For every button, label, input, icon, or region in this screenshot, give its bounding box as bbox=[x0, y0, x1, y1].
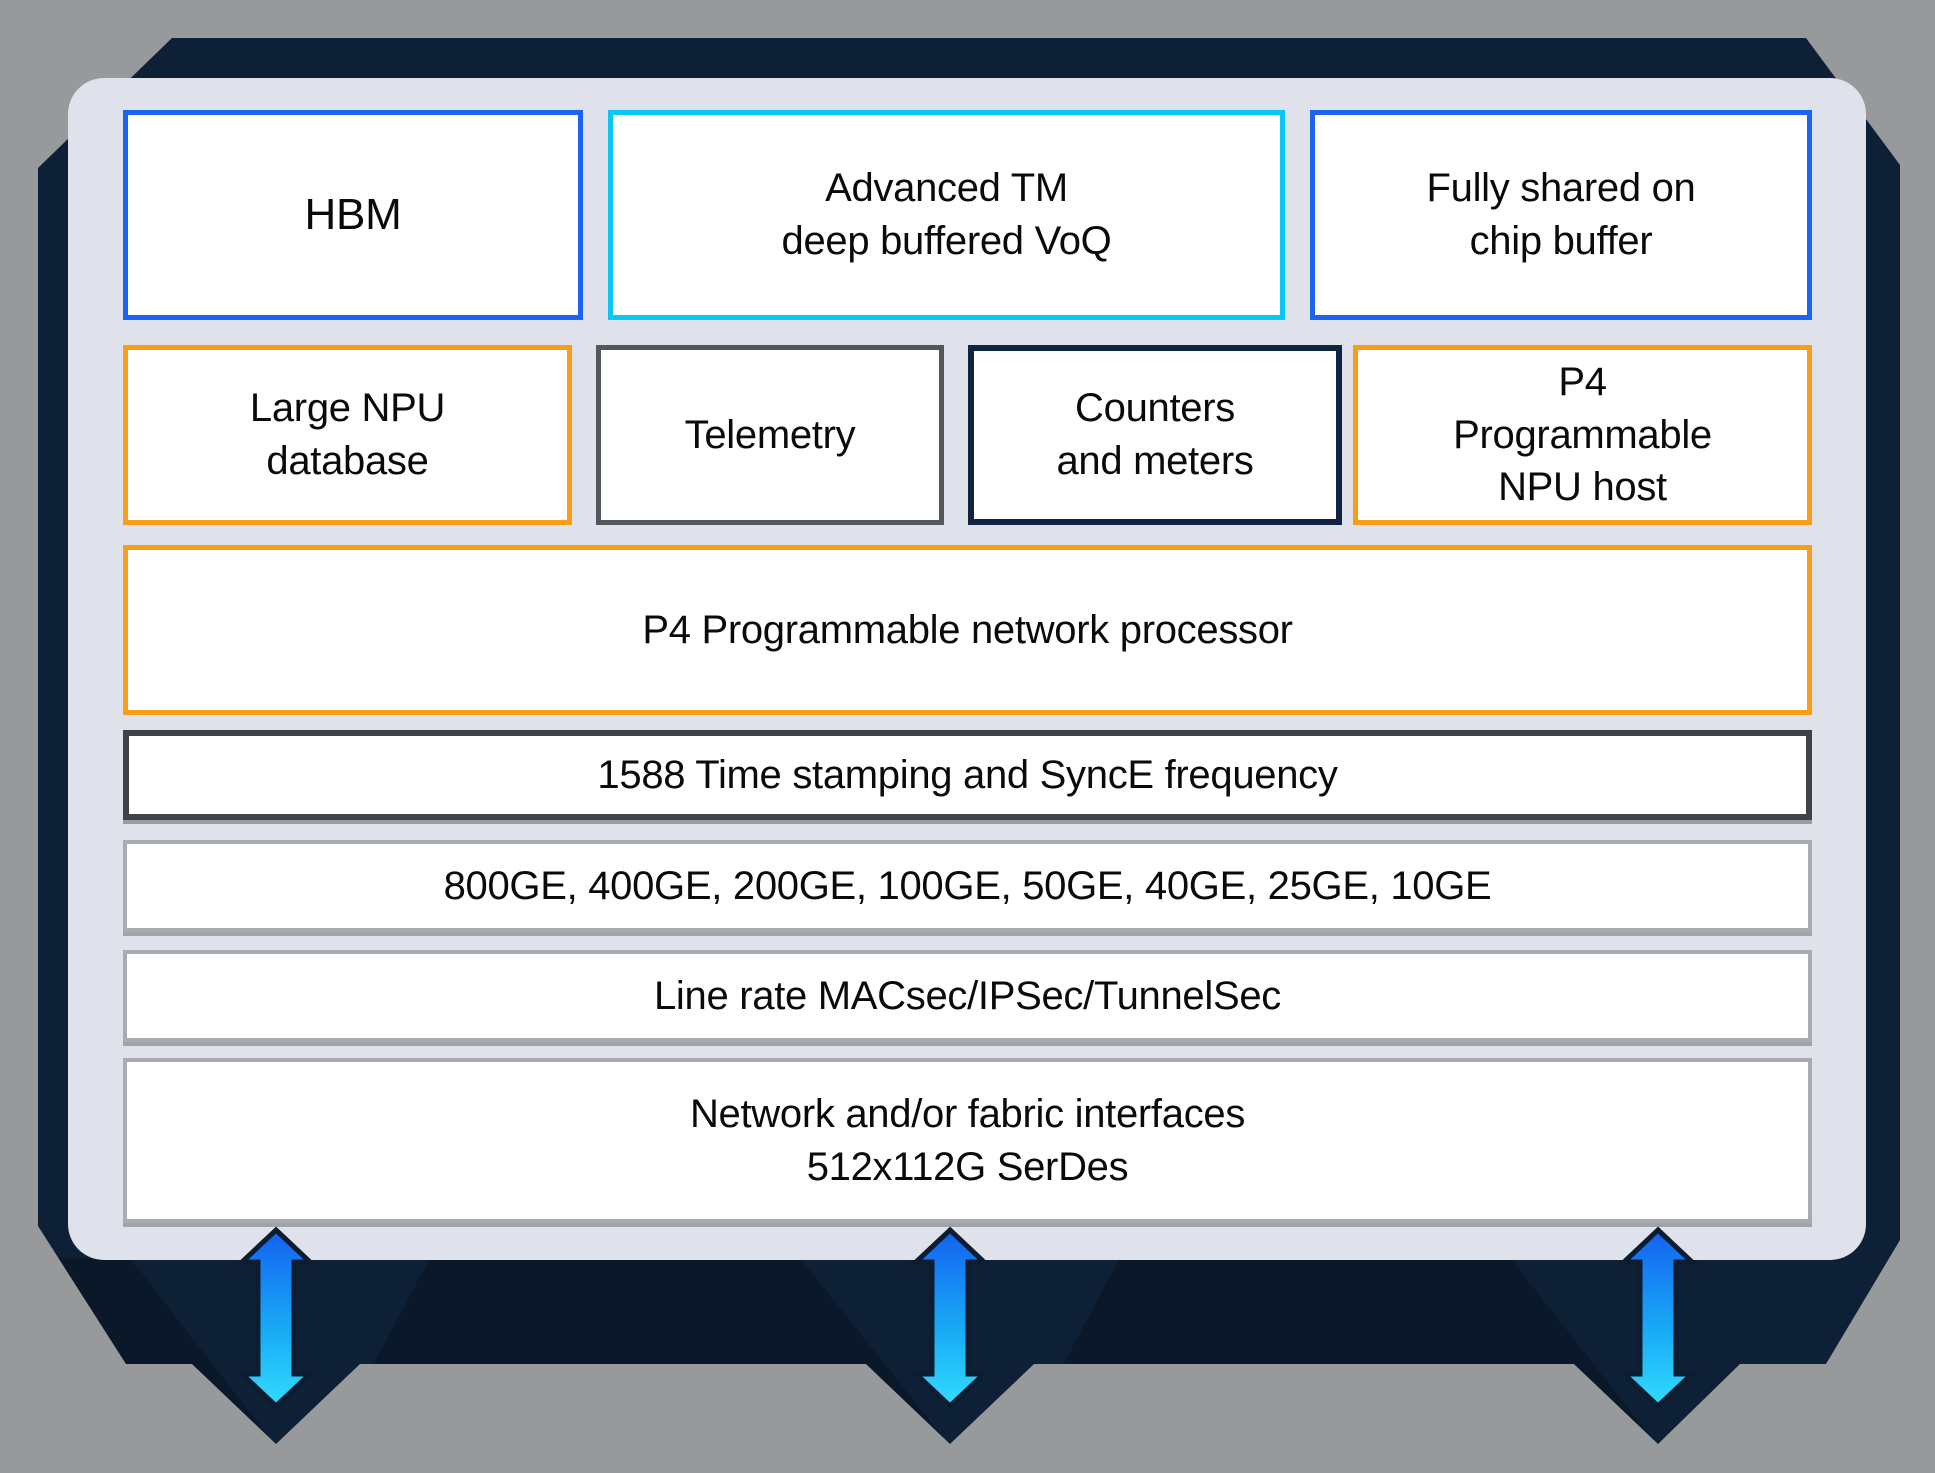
block-network-fabric-interfaces: Network and/or fabric interfaces 512x112… bbox=[123, 1058, 1812, 1223]
block-ethernet-speeds: 800GE, 400GE, 200GE, 100GE, 50GE, 40GE, … bbox=[123, 840, 1812, 932]
block-telemetry: Telemetry bbox=[596, 345, 944, 525]
block-large-npu-database: Large NPU database bbox=[123, 345, 572, 525]
block-fully-shared-buffer: Fully shared on chip buffer bbox=[1310, 110, 1812, 320]
block-line-rate-security: Line rate MACsec/IPSec/TunnelSec bbox=[123, 950, 1812, 1042]
block-p4-network-processor: P4 Programmable network processor bbox=[123, 545, 1812, 715]
block-advanced-tm-voq: Advanced TM deep buffered VoQ bbox=[608, 110, 1285, 320]
block-1588-synce: 1588 Time stamping and SyncE frequency bbox=[123, 730, 1812, 820]
block-p4-npu-host: P4 Programmable NPU host bbox=[1353, 345, 1812, 525]
block-hbm: HBM bbox=[123, 110, 583, 320]
block-counters-meters: Counters and meters bbox=[968, 345, 1342, 525]
